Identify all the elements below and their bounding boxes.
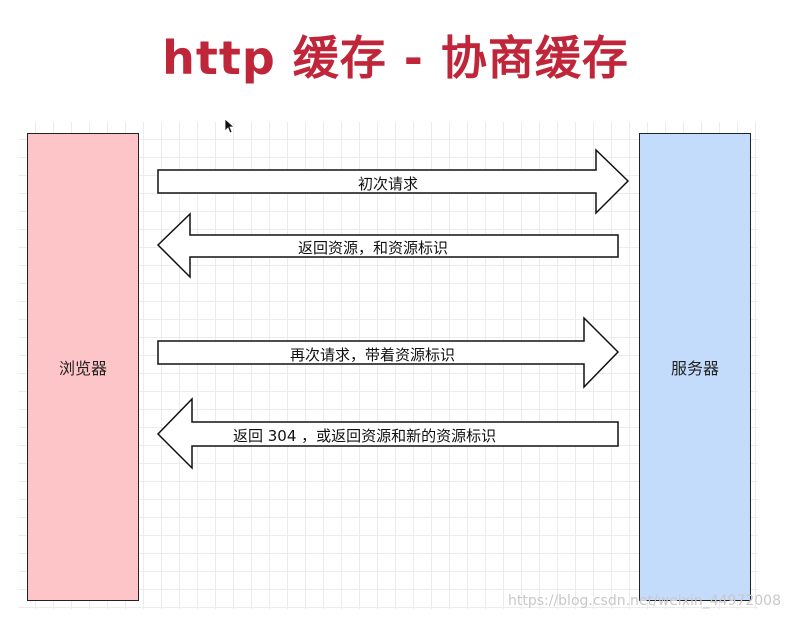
watermark: https://blog.csdn.net/weixin_44972008 [507,593,781,609]
arrow-label-3: 再次请求，带着资源标识 [290,346,456,364]
mouse-cursor-icon [224,118,236,134]
arrow-label-2: 返回资源，和资源标识 [298,239,449,257]
server-node: 服务器 [639,133,751,601]
server-label: 服务器 [670,359,719,378]
arrow-label-1: 初次请求 [358,175,419,193]
arrow-response-304 [156,397,619,470]
arrow-response-resource [156,212,619,279]
diagram-canvas [18,122,758,609]
page-title: http 缓存 - 协商缓存 [162,31,629,85]
arrow-request-again [157,316,620,389]
arrow-label-4: 返回 304 ，或返回资源和新的资源标识 [233,427,497,445]
browser-label: 浏览器 [58,359,107,378]
arrow-request-initial [157,148,630,215]
browser-node: 浏览器 [27,133,139,601]
